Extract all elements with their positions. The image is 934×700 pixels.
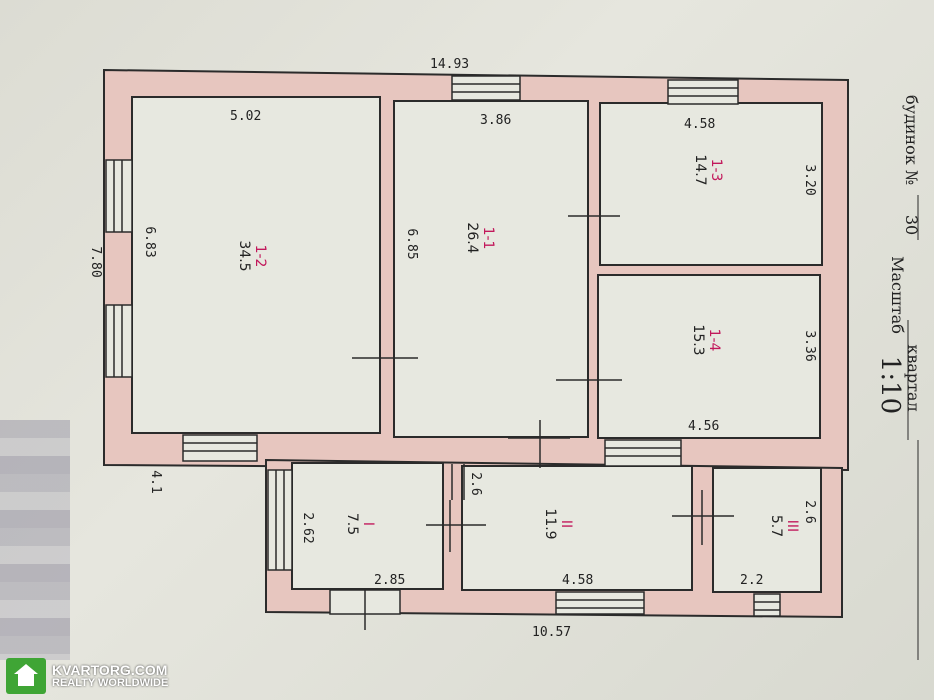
blurred-overlay bbox=[0, 420, 70, 660]
room-1-2-width: 5.02 bbox=[230, 109, 261, 124]
window-annex-bottom-2 bbox=[555, 591, 645, 615]
house-icon bbox=[6, 658, 46, 694]
room-1-4-height: 3.36 bbox=[802, 330, 817, 361]
door-marks bbox=[352, 195, 734, 552]
room-1-1-width: 3.86 bbox=[480, 113, 511, 128]
room-1-3 bbox=[599, 102, 823, 266]
window-annex-left bbox=[267, 469, 293, 571]
room-1-1-area: 26.4 bbox=[464, 222, 480, 253]
room-1-4-area: 15.3 bbox=[690, 324, 706, 355]
room-1-4-width: 4.56 bbox=[688, 419, 719, 434]
watermark-name: KVARTORG.COM bbox=[52, 661, 168, 678]
room-III-id: III bbox=[784, 520, 800, 532]
dim-bottom: 10.57 bbox=[532, 625, 571, 640]
room-I-width: 2.85 bbox=[374, 573, 405, 588]
room-III-area: 5.7 bbox=[768, 515, 784, 537]
scale-label: Масштаб bbox=[888, 256, 907, 334]
dim-offset: 4.1 bbox=[148, 470, 163, 493]
title-block: будинок № 30 Масштаб 1:10 квартал bbox=[875, 95, 923, 660]
watermark-sub: REALTY WORLDWIDE bbox=[52, 676, 169, 689]
room-1-4-id: 1-4 bbox=[706, 329, 722, 352]
window-top-1 bbox=[451, 75, 521, 101]
room-III bbox=[712, 467, 822, 593]
room-I-id: I bbox=[360, 522, 376, 526]
room-II-id: II bbox=[558, 520, 574, 528]
room-1-3-width: 4.58 bbox=[684, 117, 715, 132]
room-1-2-area: 34.5 bbox=[236, 240, 252, 271]
room-1-2-height: 6.83 bbox=[142, 226, 157, 257]
watermark-logo: KVARTORG.COM REALTY WORLDWIDE bbox=[6, 656, 206, 696]
room-I-area: 7.5 bbox=[344, 513, 360, 535]
room-II bbox=[461, 465, 693, 591]
quarter-label: квартал bbox=[904, 344, 923, 411]
room-1-2-id: 1-2 bbox=[252, 245, 268, 268]
scale-value: 1:10 bbox=[875, 356, 905, 414]
room-1-1 bbox=[393, 100, 589, 438]
room-1-3-height: 3.20 bbox=[802, 164, 817, 195]
room-1-2 bbox=[131, 96, 381, 434]
room-I-height: 2.62 bbox=[300, 512, 315, 543]
room-1-1-id: 1-1 bbox=[480, 227, 496, 250]
dim-top: 14.93 bbox=[430, 57, 469, 72]
room-II-height: 2.6 bbox=[468, 472, 483, 495]
window-top-2 bbox=[667, 79, 739, 105]
room-III-height: 2.6 bbox=[802, 500, 817, 523]
room-II-width: 4.58 bbox=[562, 573, 593, 588]
room-III-width: 2.2 bbox=[740, 573, 763, 588]
window-left-1 bbox=[105, 159, 133, 233]
room-II-area: 11.9 bbox=[542, 508, 558, 539]
room-1-3-area: 14.7 bbox=[692, 154, 708, 185]
dim-left: 7.80 bbox=[88, 246, 103, 277]
window-left-2 bbox=[105, 304, 133, 378]
room-1-3-id: 1-3 bbox=[708, 159, 724, 182]
window-annex-bottom-3 bbox=[753, 593, 781, 617]
window-bottom-2 bbox=[604, 439, 682, 467]
room-1-1-height: 6.85 bbox=[404, 228, 419, 259]
window-annex-bottom-1 bbox=[329, 589, 401, 630]
room-1-4 bbox=[597, 274, 821, 439]
window-bottom-1 bbox=[182, 434, 258, 462]
building-label: будинок № bbox=[902, 95, 921, 185]
building-number: 30 bbox=[902, 215, 921, 235]
